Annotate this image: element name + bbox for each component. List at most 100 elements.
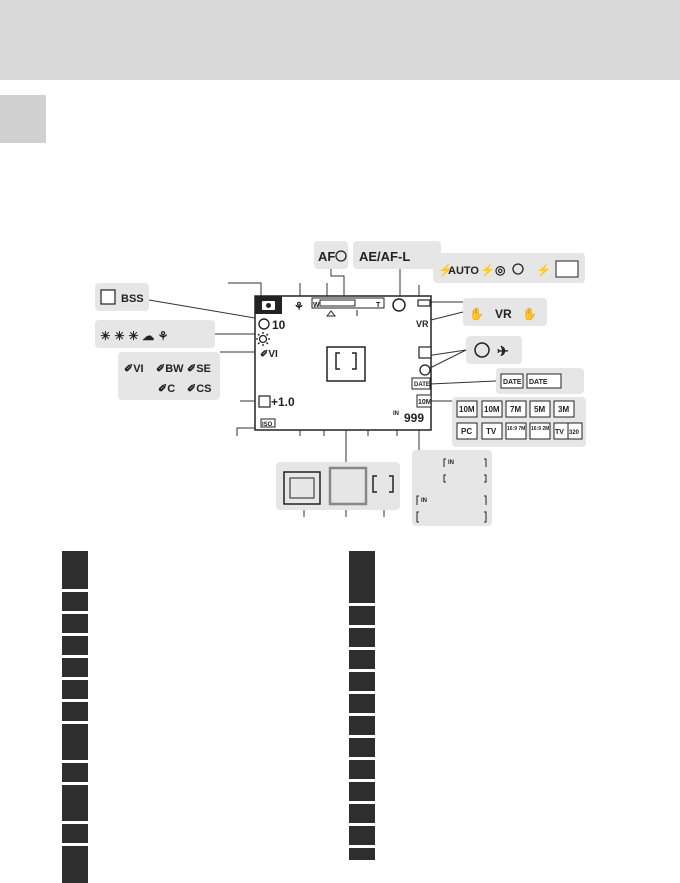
focus-area-callout <box>283 466 394 506</box>
key-box <box>62 680 88 699</box>
svg-text:DATE: DATE <box>529 379 548 386</box>
svg-text:⚡◎: ⚡◎ <box>480 263 506 277</box>
callout-scene-panel <box>95 320 215 348</box>
continuous-callout: BSS <box>100 289 144 305</box>
svg-text:5M: 5M <box>534 405 545 414</box>
face-priority-icon <box>392 298 406 312</box>
svg-text:☀ ☀ ☀ ☁ ⚘: ☀ ☀ ☀ ☁ ⚘ <box>100 329 168 343</box>
callout-af-panel <box>314 241 348 269</box>
key-box <box>349 628 375 647</box>
svg-text:10M: 10M <box>484 405 500 414</box>
callout-color-panel <box>118 352 220 400</box>
white-balance-icon <box>256 332 270 346</box>
svg-text:✋: ✋ <box>469 307 484 321</box>
battery-icon <box>417 299 431 307</box>
header-band <box>0 0 680 80</box>
key-box <box>62 592 88 611</box>
image-mode-callout: 10M 10M 7M 5M 3M PC TV 16:9 7M 16:9 2M T… <box>456 400 583 440</box>
svg-text:16:9 2M: 16:9 2M <box>531 426 549 432</box>
svg-text:VR: VR <box>495 307 512 321</box>
svg-text:IN: IN <box>421 498 427 504</box>
self-timer-indicator: 10 <box>258 318 286 332</box>
svg-text:+1.0: +1.0 <box>271 395 295 409</box>
svg-text:BSS: BSS <box>121 293 144 305</box>
key-box <box>62 846 88 883</box>
key-box <box>62 636 88 655</box>
svg-text:⚡: ⚡ <box>536 263 551 277</box>
svg-text:7M: 7M <box>510 405 521 414</box>
svg-text:✐C: ✐C <box>158 383 175 395</box>
key-box <box>62 658 88 677</box>
svg-text:ISO: ISO <box>262 422 273 428</box>
svg-text:DATE: DATE <box>414 382 430 388</box>
key-box <box>349 694 375 713</box>
macro-icon: ⚘ <box>294 301 304 313</box>
callout-memory-panel <box>412 450 492 526</box>
key-box <box>349 760 375 779</box>
key-box <box>349 848 375 860</box>
key-box <box>349 826 375 845</box>
key-box <box>349 782 375 801</box>
image-mode-icon <box>416 394 432 408</box>
svg-text:✐CS: ✐CS <box>187 383 212 395</box>
callout-ae-af-lock-panel <box>353 241 441 269</box>
svg-text:W: W <box>313 302 320 309</box>
svg-text:320: 320 <box>569 430 580 436</box>
vr-icon: VR <box>416 319 429 329</box>
svg-text:IN: IN <box>393 411 399 417</box>
svg-text:DATE: DATE <box>503 379 522 386</box>
date-callout: DATE DATE <box>500 373 562 389</box>
svg-text:⚡: ⚡ <box>438 263 453 277</box>
iso-icon <box>260 418 276 428</box>
svg-text:✐SE: ✐SE <box>187 363 211 375</box>
print-date-icon <box>418 346 432 359</box>
svg-text:3M: 3M <box>558 405 569 414</box>
callout-vr-panel <box>463 298 547 326</box>
svg-text:✋: ✋ <box>522 307 537 321</box>
key-box <box>349 606 375 625</box>
svg-text:10M: 10M <box>459 405 475 414</box>
ae-af-lock-callout: AE/AF-L <box>359 249 410 264</box>
key-box <box>349 804 375 823</box>
key-box <box>62 614 88 633</box>
side-tab <box>0 95 46 143</box>
timezone-callout: ✈ <box>474 342 509 359</box>
svg-text:IN: IN <box>448 460 454 466</box>
key-box <box>62 824 88 843</box>
svg-text:PC: PC <box>461 427 472 436</box>
key-box <box>62 724 88 760</box>
color-option-icon: ✐VI <box>260 349 278 360</box>
af-callout: AF <box>318 249 347 264</box>
color-option-callout: ✐VI ✐BW ✐SE ✐C ✐CS <box>124 363 212 395</box>
key-box <box>349 551 375 603</box>
key-box <box>349 672 375 691</box>
zoom-indicator: W T <box>311 297 385 317</box>
callout-flash-panel <box>433 253 585 283</box>
key-box <box>62 763 88 782</box>
svg-text:✐VI: ✐VI <box>124 363 144 375</box>
key-box <box>62 551 88 589</box>
date-stamp-icon <box>411 377 431 390</box>
monitor-frame <box>254 295 432 431</box>
svg-text:T: T <box>376 302 381 309</box>
svg-text:✈: ✈ <box>497 343 509 359</box>
flash-callout: ⚡ AUTO ⚡◎ ⚡ <box>438 260 579 278</box>
scene-callout: ☀ ☀ ☀ ☁ ⚘ <box>100 329 168 343</box>
key-box <box>62 702 88 721</box>
key-box <box>62 785 88 821</box>
exposure-compensation-indicator: +1.0 <box>258 395 295 409</box>
vr-callout: ✋ VR ✋ <box>469 307 537 321</box>
svg-text:TV: TV <box>555 429 564 436</box>
key-box <box>349 716 375 735</box>
svg-text:999: 999 <box>404 411 424 425</box>
svg-text:TV: TV <box>486 427 497 436</box>
focus-area <box>326 346 366 382</box>
memory-callout: IN IN <box>416 458 487 523</box>
svg-text:16:9 7M: 16:9 7M <box>507 426 525 432</box>
svg-text:AF: AF <box>318 249 335 264</box>
frames-remaining-indicator: IN 999 <box>393 411 424 425</box>
svg-text:✐BW: ✐BW <box>156 363 184 375</box>
svg-text:10M: 10M <box>418 399 432 406</box>
key-box <box>349 650 375 669</box>
